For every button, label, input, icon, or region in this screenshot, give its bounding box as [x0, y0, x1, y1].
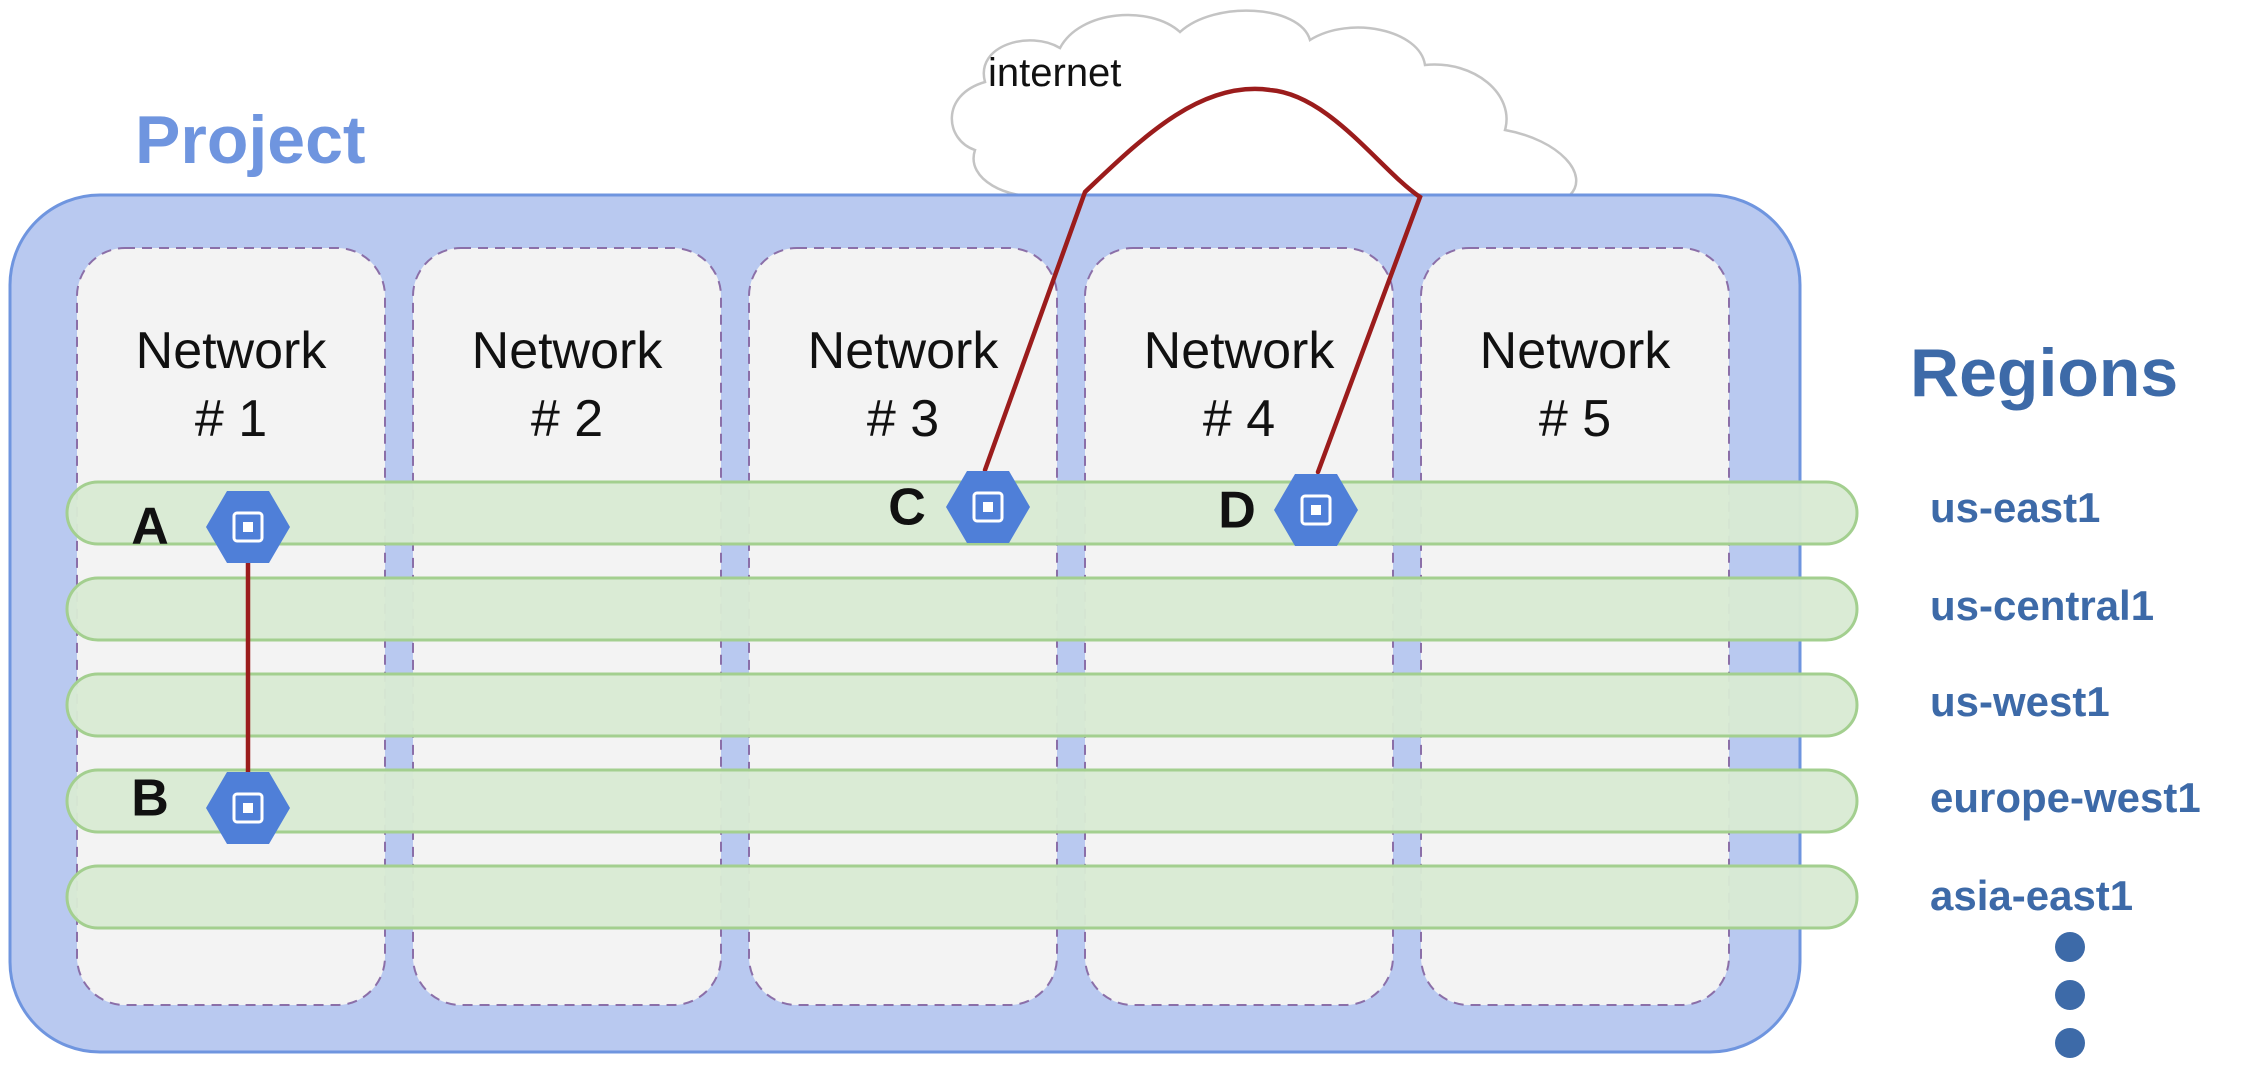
- instance-b[interactable]: B: [131, 770, 290, 844]
- chip-icon: [232, 792, 264, 824]
- region-label-us-east1: us-east1: [1930, 484, 2100, 531]
- instance-a-label: A: [131, 498, 169, 556]
- network-3-label: Network: [808, 322, 1000, 380]
- chip-icon: [972, 491, 1004, 523]
- region-band-us-west1: [65, 672, 1859, 738]
- region-label-asia-east1: asia-east1: [1930, 872, 2133, 919]
- region-band-us-central1: [65, 576, 1859, 642]
- region-band-europe-west1: [65, 768, 1859, 834]
- chip-core-icon: [983, 502, 993, 512]
- project-title: Project: [135, 102, 366, 178]
- ellipsis-dot: [2055, 1028, 2085, 1058]
- instances: A B C D: [131, 471, 1358, 844]
- cloud-label: internet: [988, 51, 1121, 95]
- instance-d[interactable]: D: [1218, 474, 1358, 546]
- region-bands: [65, 480, 1859, 930]
- chip-icon: [232, 511, 264, 543]
- vertical-ellipsis-icon: [2055, 932, 2085, 1058]
- instance-a[interactable]: A: [131, 491, 290, 563]
- network-5-label: Network: [1480, 322, 1672, 380]
- network-4-label: Network: [1144, 322, 1336, 380]
- network-3-number: # 3: [867, 390, 939, 448]
- instance-d-label: D: [1218, 482, 1256, 540]
- regions-title: Regions: [1910, 335, 2178, 411]
- chip-core-icon: [243, 803, 253, 813]
- connection-c-d-via-internet: [982, 86, 1423, 475]
- network-4-number: # 4: [1203, 390, 1275, 448]
- regions-legend: Regions us-east1 us-central1 us-west1 eu…: [1910, 335, 2201, 1058]
- instance-c[interactable]: C: [888, 471, 1030, 543]
- region-label-us-west1: us-west1: [1930, 678, 2110, 725]
- region-band-asia-east1: [65, 864, 1859, 930]
- network-2-number: # 2: [531, 390, 603, 448]
- instance-b-label: B: [131, 770, 169, 828]
- cloud-shape: [950, 9, 1578, 198]
- ellipsis-dot: [2055, 932, 2085, 962]
- ellipsis-dot: [2055, 980, 2085, 1010]
- network-1-number: # 1: [195, 390, 267, 448]
- chip-core-icon: [1311, 505, 1321, 515]
- network-5-number: # 5: [1539, 390, 1611, 448]
- chip-core-icon: [243, 522, 253, 532]
- network-2-label: Network: [472, 322, 664, 380]
- chip-icon: [1300, 494, 1332, 526]
- internet-cloud: internet: [950, 9, 1578, 198]
- instance-c-label: C: [888, 479, 926, 537]
- connections: [245, 86, 1423, 810]
- network-1-label: Network: [136, 322, 328, 380]
- region-label-europe-west1: europe-west1: [1930, 774, 2201, 821]
- region-label-us-central1: us-central1: [1930, 582, 2154, 629]
